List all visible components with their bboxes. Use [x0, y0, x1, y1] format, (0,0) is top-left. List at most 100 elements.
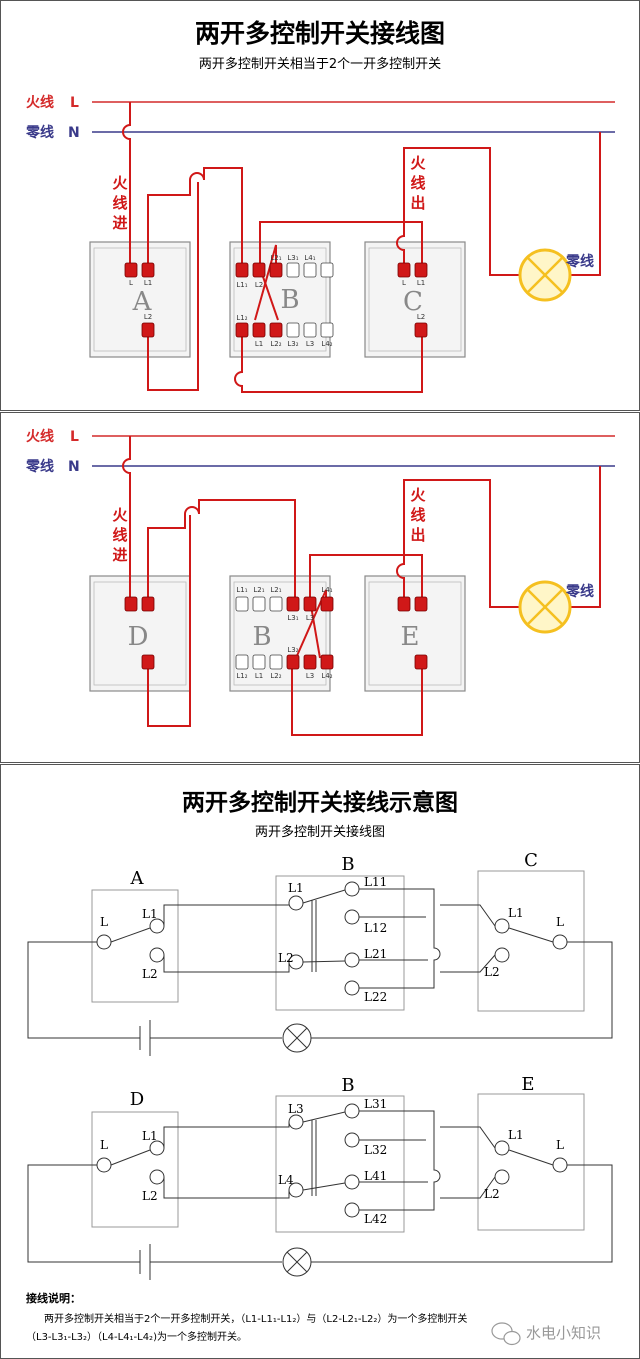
term-b2-bot-1: L1 [255, 672, 263, 680]
terminals-d [124, 596, 155, 670]
sch2-left-l1: L1 [142, 1129, 158, 1143]
term-b-bot-5: L4₂ [321, 340, 332, 348]
switch-letter-a: A [132, 287, 153, 317]
sch1-right-l2: L2 [484, 965, 500, 979]
sch2-mid-out-2: L41 [364, 1169, 387, 1183]
term-b-bot-1: L1 [255, 340, 263, 348]
lamp-neutral-label: 零线 [565, 253, 594, 270]
sch1-right-name: C [524, 850, 538, 871]
neutral-label-2: 零线 [25, 458, 54, 475]
live-out-2-3: 出 [410, 526, 425, 544]
switch-letter-b: B [280, 285, 299, 315]
sch2-mid-out-0: L31 [364, 1097, 387, 1111]
panel2-wiring [122, 436, 601, 736]
neutral-label: 零线 [25, 124, 54, 141]
sch1-right-l1: L1 [508, 906, 524, 920]
sch1-mid-out-2: L21 [364, 947, 387, 961]
sch2-left-name: D [130, 1089, 144, 1110]
term-c-l1: L1 [417, 279, 425, 287]
live-letter-2: L [70, 429, 79, 445]
term-c-l: L [402, 279, 406, 287]
switch-letter-d: D [128, 622, 149, 652]
term-b2-bot-3: L3₂ [287, 646, 298, 654]
live-in-2-3: 进 [112, 546, 127, 564]
sch1-mid-in1: L1 [288, 881, 304, 895]
live-in-3: 进 [112, 214, 127, 232]
switch-letter-b2: B [252, 622, 271, 652]
panel1-subtitle: 两开多控制开关相当于2个一开多控制开关 [199, 56, 441, 72]
sch1-mid-name: B [341, 854, 354, 875]
sch1-left-l1: L1 [142, 907, 158, 921]
term-b2-top-2: L2₁ [270, 586, 281, 594]
sch2-right-l2: L2 [484, 1187, 500, 1201]
terminals-a: L L1 L2 [124, 262, 155, 338]
live-in-2-1: 火 [112, 506, 128, 524]
terminals-b2: L1₁ L2₁ L2₁ L3₁ L3 L4₁ L1₂ L1 L2₂ L3₂ L3… [235, 586, 334, 680]
live-out-1: 火 [410, 154, 426, 172]
lamp-icon-2 [518, 580, 572, 634]
schematic-2 [27, 1093, 613, 1280]
term-b2-top-5: L4₁ [321, 586, 332, 594]
neutral-letter-2: N [68, 459, 80, 475]
live-out-2-2: 线 [410, 506, 425, 524]
terminals-b: L1₁ L2 L2₁ L3₁ L4₁ L1₂ L1 L2₂ L3₂ L3 L4₂ [235, 254, 334, 348]
term-b2-bot-2: L2₂ [270, 672, 281, 680]
term-b-top-1: L2 [255, 281, 263, 289]
lamp-icon [518, 248, 572, 302]
term-b-top-4: L4₁ [304, 254, 315, 262]
sch2-mid-out-1: L32 [364, 1143, 387, 1157]
term-b-top-3: L3₁ [287, 254, 298, 262]
live-in-2-2: 线 [112, 526, 127, 544]
term-b-bot-4: L3 [306, 340, 314, 348]
switch-letter-e: E [401, 622, 420, 652]
term-b2-bot-5: L4₂ [321, 672, 332, 680]
live-letter: L [70, 95, 79, 111]
live-label-2: 火线 [26, 428, 54, 445]
term-a-l: L [129, 279, 133, 287]
panel1-wiring [122, 102, 601, 393]
term-b-bot-2: L2₂ [270, 340, 281, 348]
term-a-l2: L2 [144, 313, 152, 321]
panel-3: 两开多控制开关接线示意图 两开多控制开关接线图 [0, 764, 640, 1359]
panel1-title: 两开多控制开关接线图 [195, 19, 445, 48]
term-a-l1: L1 [144, 279, 152, 287]
sch1-right-l: L [556, 915, 564, 929]
sch2-mid-in2: L4 [278, 1173, 294, 1187]
sch1-mid-out-0: L11 [364, 875, 387, 889]
term-b2-top-3: L3₁ [287, 614, 298, 622]
live-label: 火线 [26, 94, 54, 111]
notes-line-1: 两开多控制开关相当于2个一开多控制开关，（L1-L1₁-L1₂）与（L2-L2₁… [44, 1312, 467, 1325]
term-b-bot-0: L1₂ [236, 314, 247, 322]
sch1-mid-in2: L2 [278, 951, 294, 965]
sch2-left-l: L [100, 1138, 108, 1152]
panel-2: 火线 L 零线 N 火 线 进 火 线 出 D B E [0, 412, 640, 763]
sch2-right-name: E [521, 1074, 534, 1095]
sch1-mid-out-1: L12 [364, 921, 387, 935]
sch2-mid-name: B [341, 1075, 354, 1096]
term-b2-top-1: L2₁ [253, 586, 264, 594]
watermark-text: 水电小知识 [526, 1324, 601, 1342]
neutral-letter: N [68, 125, 80, 141]
sch2-mid-in1: L3 [288, 1102, 304, 1116]
panel3-title: 两开多控制开关接线示意图 [182, 789, 458, 816]
term-b2-top-0: L1₁ [236, 586, 247, 594]
sch1-left-l: L [100, 915, 108, 929]
term-b-top-0: L1₁ [236, 281, 247, 289]
live-in-1: 火 [112, 174, 128, 192]
sch1-left-name: A [130, 868, 145, 889]
term-b2-top-4: L3 [306, 614, 314, 622]
live-out-2: 线 [410, 174, 425, 192]
notes-line-2: （L3-L3₁-L3₂）（L4-L4₁-L4₂)为一个多控制开关。 [26, 1330, 247, 1343]
term-b-top-2: L2₁ [270, 254, 281, 262]
live-out-2-1: 火 [410, 486, 426, 504]
schematic-1 [27, 870, 613, 1056]
term-b2-bot-0: L1₂ [236, 672, 247, 680]
sch2-mid-out-3: L42 [364, 1212, 387, 1226]
notes-heading: 接线说明： [26, 1291, 81, 1305]
term-b2-bot-4: L3 [306, 672, 314, 680]
panel3-subtitle: 两开多控制开关接线图 [255, 824, 385, 840]
sch1-mid-out-3: L22 [364, 990, 387, 1004]
live-in-2: 线 [112, 194, 127, 212]
